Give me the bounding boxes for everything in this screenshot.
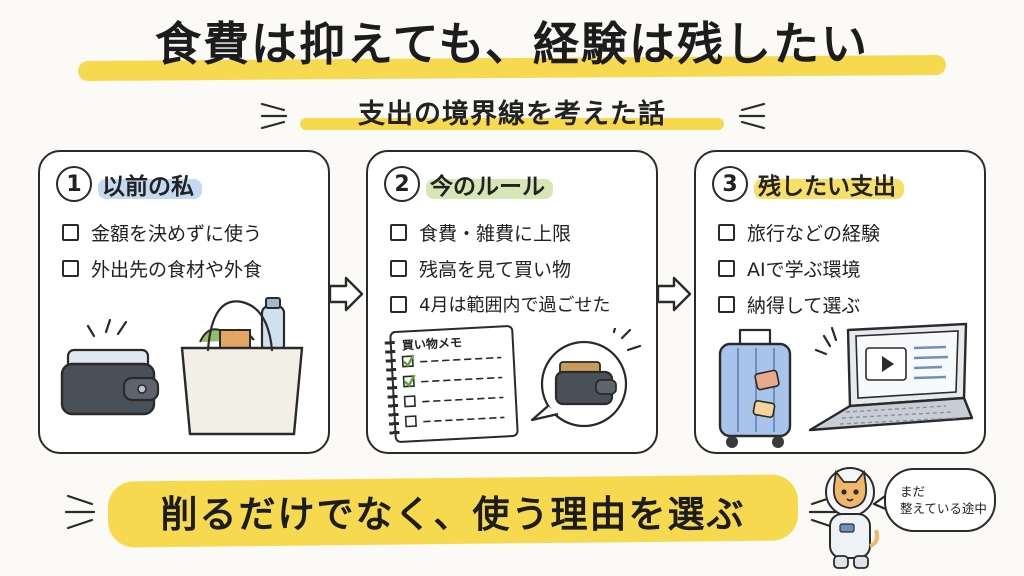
checklist-item[interactable]: 外出先の食材や外食 — [62, 250, 324, 286]
suitcase-icon — [718, 328, 792, 448]
checklist: 食費・雑費に上限 残高を見て買い物 4月は範囲内で過ごせた — [390, 214, 652, 322]
panel-heading: 以前の私 — [102, 174, 194, 200]
tote-bag-icon — [180, 297, 304, 436]
panel-header: 1 以前の私 — [56, 164, 202, 204]
checklist-text: 外出先の食材や外食 — [91, 258, 263, 281]
checkbox-icon[interactable] — [718, 295, 735, 313]
arrow-right-icon — [328, 276, 364, 312]
page-subtitle: 支出の境界線を考えた話 — [358, 99, 666, 130]
checklist: 旅行などの経験 AIで学ぶ環境 納得して選ぶ — [718, 214, 980, 322]
step-number: 2 — [384, 166, 420, 202]
subtitle-dash-right-icon — [738, 102, 766, 130]
subtitle-highlight — [300, 118, 724, 130]
checkbox-icon[interactable] — [390, 223, 407, 241]
checklist-item[interactable]: 旅行などの経験 — [718, 214, 980, 250]
heading-highlight — [754, 179, 904, 199]
speech-bubble: まだ 整えている途中 — [884, 468, 996, 532]
checklist-text: 残高を見て買い物 — [419, 258, 572, 281]
notebook-icon: 買い物メモ — [384, 324, 519, 444]
checkbox-icon[interactable] — [718, 223, 735, 241]
checkbox-icon[interactable] — [390, 295, 407, 313]
panel-heading: 今のルール — [430, 174, 545, 200]
checkbox-icon[interactable] — [718, 259, 735, 277]
checklist-text: 食費・雑費に上限 — [419, 222, 572, 245]
checklist-item[interactable]: 4月は範囲内で過ごせた — [390, 286, 652, 322]
checkbox-icon[interactable] — [390, 259, 407, 277]
heading-highlight — [98, 179, 202, 199]
arrow-right-icon — [656, 276, 692, 312]
checklist-item[interactable]: 残高を見て買い物 — [390, 250, 652, 286]
wallet-icon — [60, 318, 160, 416]
checklist-text: 4月は範囲内で過ごせた — [419, 295, 611, 316]
panel-header: 3 残したい支出 — [712, 164, 904, 204]
memo-label: 買い物メモ — [401, 335, 463, 353]
bottom-banner: 削るだけでなく、使う理由を選ぶ — [160, 493, 746, 536]
laptop-icon — [808, 322, 974, 432]
checkbox-icon[interactable] — [62, 259, 79, 277]
panel-current-rules: 2 今のルール 食費・雑費に上限 残高を見て買い物 4月は範囲内で過ごせた 買い… — [366, 150, 658, 454]
astronaut-cat-icon — [825, 467, 880, 569]
checklist-item[interactable]: 金額を決めずに使う — [62, 214, 324, 250]
checklist-item[interactable]: 納得して選ぶ — [718, 286, 980, 322]
checklist-text: 旅行などの経験 — [747, 222, 881, 245]
checklist-item[interactable]: 食費・雑費に上限 — [390, 214, 652, 250]
wallet-bubble-icon — [530, 328, 642, 428]
checklist-item[interactable]: AIで学ぶ環境 — [718, 250, 980, 286]
speech-line-2: 整えている途中 — [900, 501, 987, 516]
checklist-text: 金額を決めずに使う — [91, 222, 263, 245]
checklist-text: AIで学ぶ環境 — [747, 258, 861, 281]
checkbox-icon[interactable] — [62, 223, 79, 241]
page-title: 食費は抑えても、経験は残したい — [154, 17, 870, 71]
panel-heading: 残したい支出 — [758, 174, 896, 200]
speech-line-1: まだ — [900, 484, 926, 499]
heading-highlight — [426, 179, 553, 199]
checklist: 金額を決めずに使う 外出先の食材や外食 — [62, 214, 324, 286]
panel-past-me: 1 以前の私 金額を決めずに使う 外出先の食材や外食 — [38, 150, 330, 454]
step-number: 3 — [712, 166, 748, 202]
subtitle-dash-left-icon — [260, 102, 288, 130]
banner-dash-left-icon — [64, 494, 96, 530]
panel-keep-spending: 3 残したい支出 旅行などの経験 AIで学ぶ環境 納得して選ぶ — [694, 150, 986, 454]
step-number: 1 — [56, 166, 92, 202]
checklist-text: 納得して選ぶ — [747, 294, 861, 317]
panel-header: 2 今のルール — [384, 164, 553, 204]
